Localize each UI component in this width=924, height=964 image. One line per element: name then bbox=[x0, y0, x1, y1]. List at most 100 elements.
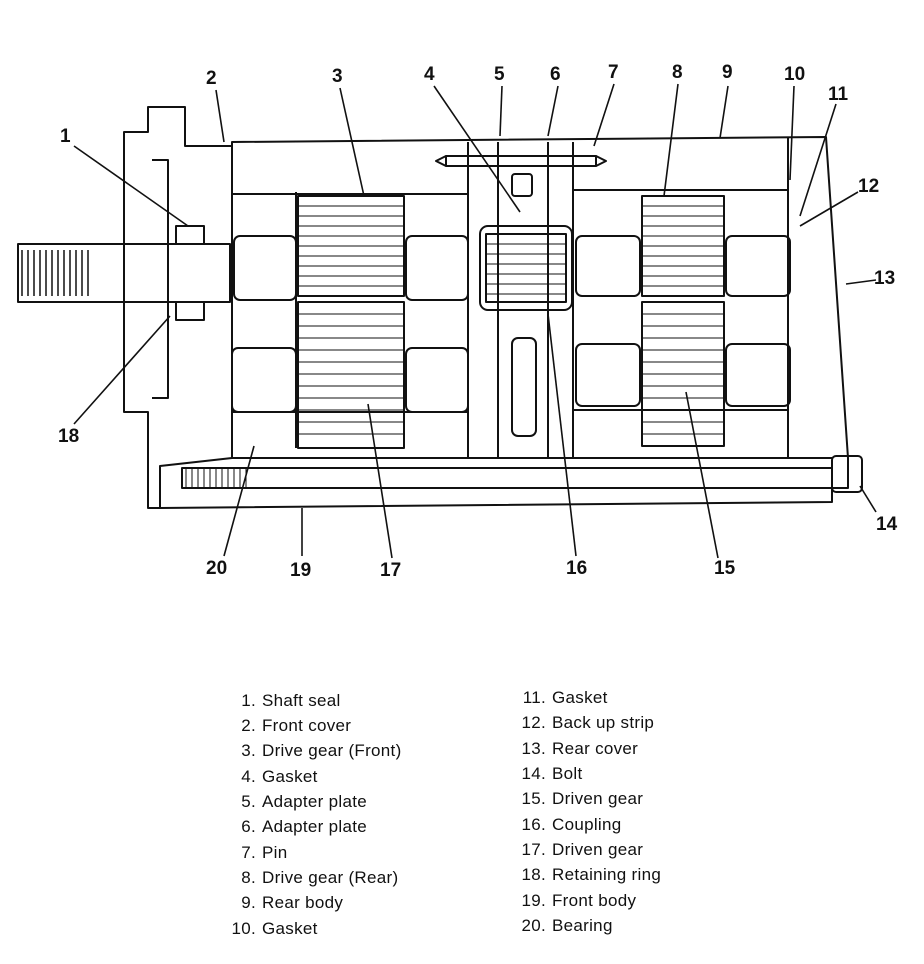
legend-label: Gasket bbox=[262, 767, 318, 786]
leader-lines bbox=[73, 83, 877, 559]
legend-item-7: 7. Pin bbox=[218, 843, 287, 863]
adapter-slot-lower bbox=[511, 337, 537, 437]
callout-2: 2 bbox=[206, 68, 217, 89]
coupling-teeth bbox=[486, 243, 566, 295]
rear-bearing-upper-left bbox=[575, 235, 641, 297]
gear-pump-cross-section: 1 2 3 4 5 6 7 8 9 10 11 12 13 14 15 16 1… bbox=[17, 62, 898, 581]
front-drive-gear-teeth bbox=[298, 205, 404, 287]
bolt-head bbox=[831, 455, 863, 493]
legend-item-3: 3. Drive gear (Front) bbox=[218, 741, 402, 761]
legend-item-2: 2. Front cover bbox=[218, 716, 351, 736]
legend-item-11: 11. Gasket bbox=[508, 688, 608, 708]
legend-item-16: 16.Coupling bbox=[508, 815, 622, 835]
legend-label: Drive gear (Front) bbox=[262, 741, 402, 760]
legend-num: 17. bbox=[521, 840, 546, 859]
rear-drive-gear-teeth bbox=[642, 205, 724, 287]
legend-num: 20. bbox=[521, 916, 546, 935]
legend-num: 18. bbox=[521, 865, 546, 884]
legend-label: Adapter plate bbox=[262, 792, 368, 811]
legend-item-20: 20. Bearing bbox=[508, 916, 613, 936]
front-bearing-upper-left bbox=[233, 235, 297, 301]
drive-shaft bbox=[17, 243, 231, 303]
legend-item-13: 13. Rear cover bbox=[508, 739, 638, 759]
legend-item-10: 10.Gasket bbox=[218, 919, 318, 939]
front-cover-outline bbox=[123, 106, 233, 509]
shaft-seal-upper bbox=[175, 225, 205, 245]
legend-label: Driven gear bbox=[552, 840, 644, 859]
legend-label: Gasket bbox=[552, 688, 608, 707]
callout-9: 9 bbox=[722, 62, 733, 83]
pin-tip-left bbox=[435, 155, 447, 167]
legend-label: Rear cover bbox=[552, 739, 639, 758]
legend-item-15: 15. Driven gear bbox=[508, 789, 643, 809]
legend-num: 13. bbox=[521, 739, 546, 758]
legend-label: Pin bbox=[262, 843, 288, 862]
callout-14: 14 bbox=[876, 514, 898, 535]
front-bearing-lower-left bbox=[231, 347, 297, 413]
shaft-splines bbox=[21, 250, 89, 296]
legend-num: 2. bbox=[241, 716, 256, 735]
rear-bearing-lower-left bbox=[575, 343, 641, 407]
legend-num: 4. bbox=[241, 767, 256, 786]
callout-10: 10 bbox=[784, 64, 805, 85]
shaft-seal-lower bbox=[175, 301, 205, 321]
legend-num: 19. bbox=[521, 891, 546, 910]
legend-num: 15. bbox=[521, 789, 546, 808]
legend-num: 16. bbox=[521, 815, 546, 834]
legend-label: Rear body bbox=[262, 893, 344, 912]
callout-17: 17 bbox=[380, 560, 401, 581]
callout-15: 15 bbox=[714, 558, 736, 579]
legend-label: Drive gear (Rear) bbox=[262, 868, 399, 887]
coupling bbox=[479, 225, 573, 311]
bolt-thread bbox=[185, 468, 247, 488]
front-bearing-upper-right bbox=[405, 235, 469, 301]
legend-num: 11. bbox=[522, 688, 546, 707]
legend-num: 5. bbox=[241, 792, 256, 811]
front-cover-inner bbox=[152, 159, 169, 399]
legend-label: Driven gear bbox=[552, 789, 644, 808]
legend-label: Bearing bbox=[552, 916, 613, 935]
legend-num: 7. bbox=[241, 843, 256, 862]
legend-label: Front cover bbox=[262, 716, 352, 735]
legend-item-18: 18. Retaining ring bbox=[508, 865, 661, 885]
legend-label: Bolt bbox=[552, 764, 583, 783]
legend-label: Adapter plate bbox=[262, 817, 368, 836]
legend-num: 12. bbox=[521, 713, 546, 732]
front-driven-gear-teeth bbox=[298, 313, 404, 435]
pump-body-outline bbox=[159, 136, 849, 509]
callout-18: 18 bbox=[58, 426, 79, 447]
legend-item-5: 5. Adapter plate bbox=[218, 792, 367, 812]
legend-num: 8. bbox=[241, 868, 256, 887]
legend-item-17: 17. Driven gear bbox=[508, 840, 643, 860]
legend-item-14: 14.Bolt bbox=[508, 764, 583, 784]
callout-1: 1 bbox=[60, 126, 71, 147]
pin bbox=[445, 155, 597, 167]
legend-label: Front body bbox=[552, 891, 637, 910]
tie-bolt bbox=[181, 467, 833, 489]
legend-item-6: 6.Adapter plate bbox=[218, 817, 367, 837]
legend-num: 3. bbox=[241, 741, 256, 760]
callout-13: 13 bbox=[874, 268, 895, 289]
callout-12: 12 bbox=[858, 176, 879, 197]
front-bearing-lower-right bbox=[405, 347, 469, 413]
legend-label: Back up strip bbox=[552, 713, 655, 732]
rear-bearing-lower-right bbox=[725, 343, 791, 407]
callout-4: 4 bbox=[424, 64, 435, 85]
rear-driven-gear-teeth bbox=[642, 313, 724, 435]
callout-6: 6 bbox=[550, 64, 561, 85]
legend-label: Shaft seal bbox=[262, 691, 341, 710]
legend-item-4: 4. Gasket bbox=[218, 767, 318, 787]
adapter-slot-upper bbox=[511, 173, 533, 197]
callout-11: 11 bbox=[828, 84, 849, 105]
callout-20: 20 bbox=[206, 558, 227, 579]
rear-bearing-upper-right bbox=[725, 235, 791, 297]
coupling-inner bbox=[485, 233, 567, 303]
callout-19: 19 bbox=[290, 560, 311, 581]
legend-item-9: 9. Rear body bbox=[218, 893, 343, 913]
legend-label: Retaining ring bbox=[552, 865, 662, 884]
legend-num: 10. bbox=[231, 919, 256, 938]
legend-item-19: 19. Front body bbox=[508, 891, 636, 911]
legend-num: 9. bbox=[241, 893, 256, 912]
pin-tip-right bbox=[595, 155, 607, 167]
front-driven-gear bbox=[297, 301, 405, 449]
